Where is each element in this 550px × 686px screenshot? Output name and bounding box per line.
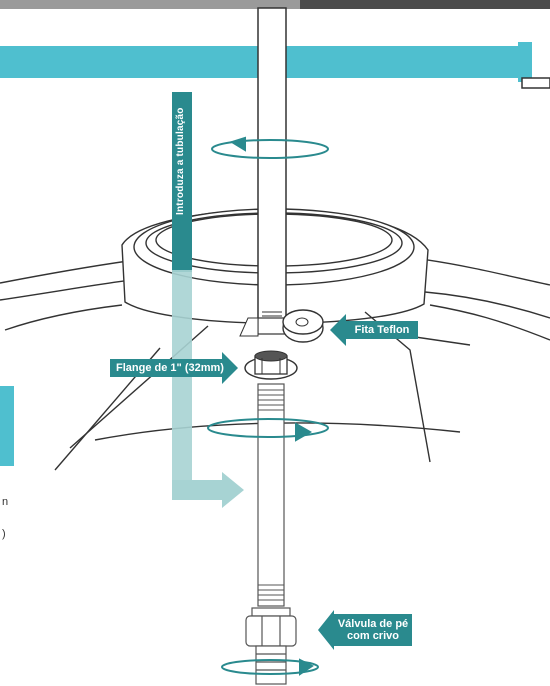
fita-label: Fita Teflon (354, 324, 410, 336)
side-box (0, 386, 14, 466)
top-bar-light (0, 0, 300, 9)
flange (244, 350, 298, 380)
edge-text-a: n (2, 496, 9, 508)
rotation-arrow-top (211, 136, 329, 159)
flange-label: Flange de 1" (32mm) (116, 362, 224, 374)
valvula-label-arrow (318, 610, 412, 650)
edge-text-b: ) (2, 528, 6, 540)
flange-label-arrow (110, 352, 238, 384)
valvula-label-line1: Válvula de pé (337, 618, 409, 630)
teflon-roll (282, 309, 324, 343)
valvula-label-line2: com crivo (347, 630, 399, 642)
valvula-label: Válvula de pé com crivo (334, 614, 412, 646)
lower-pipe (257, 383, 285, 607)
instruction-label: Introduza a tubulação (175, 107, 186, 215)
rotation-arrow-bottom (221, 658, 319, 676)
foot-valve (245, 607, 297, 685)
rotation-arrow-middle (207, 418, 329, 442)
main-pipe (239, 7, 287, 337)
fita-label-arrow (330, 314, 418, 346)
top-bar-dark (300, 0, 550, 9)
